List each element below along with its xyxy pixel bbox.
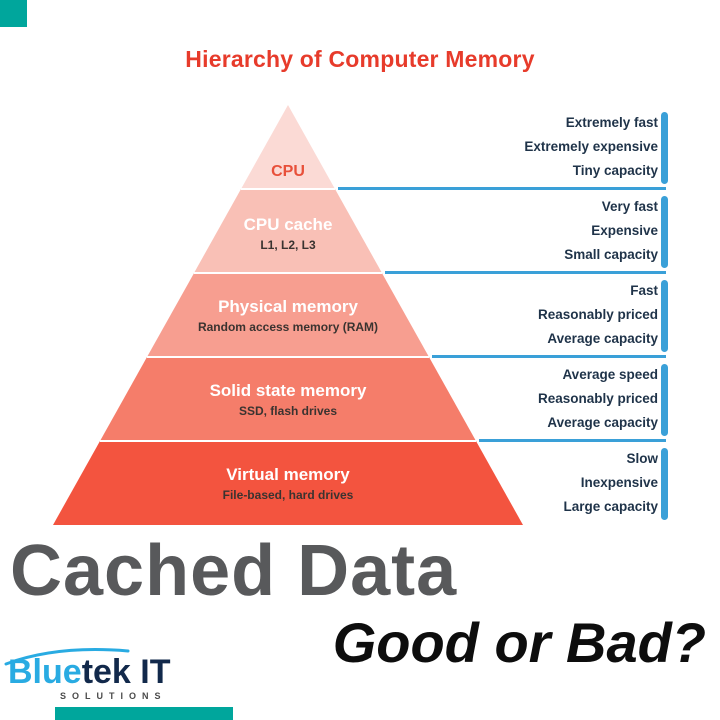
level-divider [194,272,382,274]
traits-solid-state: Average speed Reasonably priced Average … [438,357,658,441]
rating-bar-segment [661,448,668,520]
trait-text: Extremely fast [565,115,658,130]
trait-text: Average speed [562,367,658,382]
level-sub-physical-memory: Random access memory (RAM) [197,319,379,334]
level-name-cpu-cache: CPU cache [243,214,333,234]
brand-name-tek-it: tek IT [81,653,171,691]
rating-bar-segment [661,364,668,436]
pyramid-level-cpu: CPU [241,105,335,189]
trait-text: Reasonably priced [537,391,658,406]
brand-logo-text: Bluetek IT [8,654,171,690]
level-sub-cpu-cache: L1, L2, L3 [260,237,316,252]
trait-text: Very fast [601,199,658,214]
level-name-solid-state: Solid state memory [209,380,367,400]
connector-line [338,187,666,190]
brand-logo: Bluetek IT SOLUTIONS [8,654,171,701]
trait-text: Slow [626,451,658,466]
headline-cached-data: Cached Data [10,531,458,611]
trait-text: Large capacity [563,499,658,514]
trait-text: Fast [630,283,658,298]
level-name-virtual-memory: Virtual memory [226,464,350,484]
connector-line [479,439,666,442]
brand-tagline: SOLUTIONS [60,691,167,701]
trait-text: Average capacity [547,331,658,346]
level-divider [241,188,335,190]
headline-good-or-bad: Good or Bad? [332,611,706,674]
rating-bar-segment [661,112,668,184]
pyramid-level-cpu-cache: CPU cache L1, L2, L3 [194,189,382,273]
level-name-cpu: CPU [271,163,305,180]
pyramid-level-physical-memory: Physical memory Random access memory (RA… [147,273,429,357]
connector-line [432,355,666,358]
trait-text: Inexpensive [580,475,658,490]
trait-text: Average capacity [547,415,658,430]
trait-text: Expensive [591,223,658,238]
rating-bar-segment [661,196,668,268]
trait-text: Reasonably priced [537,307,658,322]
rating-bar-segment [661,280,668,352]
connector-line [385,271,666,274]
level-sub-virtual-memory: File-based, hard drives [222,487,354,502]
bottom-accent-strip [55,707,233,720]
traits-virtual-memory: Slow Inexpensive Large capacity [438,441,658,525]
level-divider [147,356,429,358]
level-name-physical-memory: Physical memory [218,296,358,316]
traits-physical-memory: Fast Reasonably priced Average capacity [438,273,658,357]
corner-accent-square [0,0,27,27]
level-divider [100,440,476,442]
traits-cpu: Extremely fast Extremely expensive Tiny … [438,105,658,189]
level-sub-solid-state: SSD, flash drives [238,403,338,418]
pyramid-level-virtual-memory: Virtual memory File-based, hard drives [53,441,523,525]
traits-cpu-cache: Very fast Expensive Small capacity [438,189,658,273]
trait-text: Tiny capacity [572,163,658,178]
logo-swoosh-icon [4,648,130,666]
trait-text: Extremely expensive [524,139,658,154]
brand-name-blue: Blue [8,653,82,691]
diagram-title: Hierarchy of Computer Memory [185,46,535,72]
pyramid-level-solid-state: Solid state memory SSD, flash drives [100,357,476,441]
trait-text: Small capacity [564,247,658,262]
